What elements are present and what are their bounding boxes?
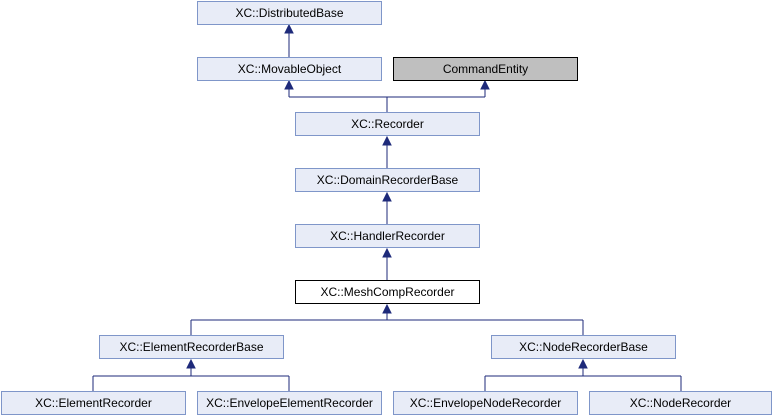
node-mesh-comp-recorder: XC::MeshCompRecorder xyxy=(295,280,480,304)
node-distributed-base[interactable]: XC::DistributedBase xyxy=(197,1,382,25)
node-node-recorder-base[interactable]: XC::NodeRecorderBase xyxy=(491,335,676,359)
node-element-recorder[interactable]: XC::ElementRecorder xyxy=(1,391,186,415)
arrowhead-commandentity xyxy=(480,79,490,90)
arrowhead-handlerrecorder xyxy=(382,247,392,258)
arrowhead-meshcomprecorder xyxy=(382,303,392,314)
arrowhead-distributedbase xyxy=(284,23,294,34)
node-envelope-element-recorder[interactable]: XC::EnvelopeElementRecorder xyxy=(197,391,382,415)
node-node-recorder[interactable]: XC::NodeRecorder xyxy=(589,391,772,415)
arrowhead-domainrecorderbase xyxy=(382,191,392,202)
arrowhead-elementrecorderbase xyxy=(186,358,196,369)
node-element-recorder-base[interactable]: XC::ElementRecorderBase xyxy=(99,335,284,359)
node-movable-object[interactable]: XC::MovableObject xyxy=(197,57,382,81)
node-domain-recorder-base[interactable]: XC::DomainRecorderBase xyxy=(295,168,480,192)
arrowhead-movableobject xyxy=(284,79,294,90)
arrowhead-noderecorderbase xyxy=(578,358,588,369)
node-command-entity: CommandEntity xyxy=(393,57,578,81)
node-envelope-node-recorder[interactable]: XC::EnvelopeNodeRecorder xyxy=(393,391,578,415)
node-recorder[interactable]: XC::Recorder xyxy=(295,112,480,136)
arrowhead-recorder xyxy=(382,135,392,146)
node-handler-recorder[interactable]: XC::HandlerRecorder xyxy=(295,224,480,248)
